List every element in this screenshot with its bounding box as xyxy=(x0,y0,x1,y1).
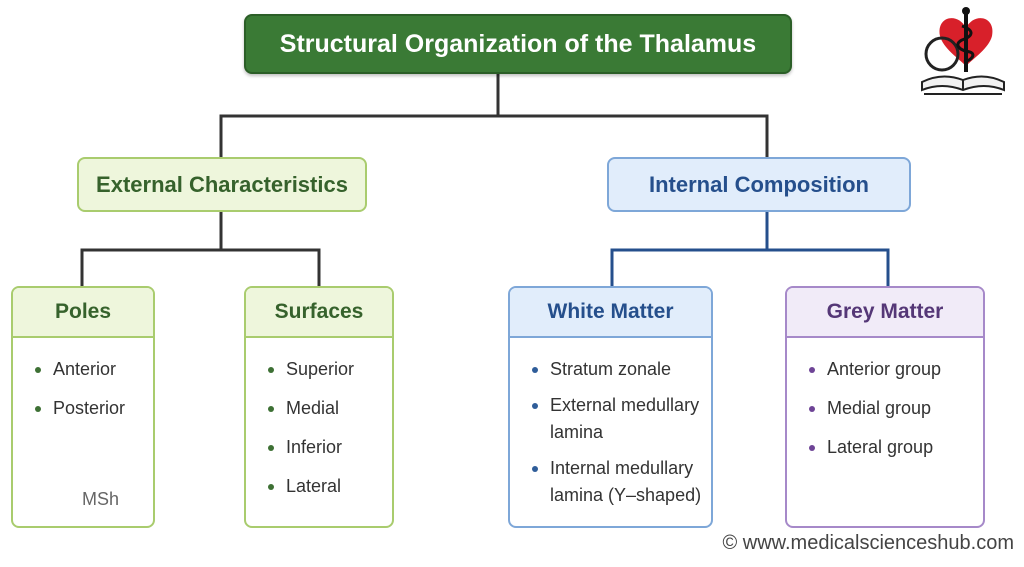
surfaces-card: Surfaces Superior Medial Inferior Latera… xyxy=(244,286,394,528)
internal-composition-box: Internal Composition xyxy=(607,157,911,212)
white-matter-heading: White Matter xyxy=(510,288,711,338)
list-item: Stratum zonale xyxy=(510,356,711,383)
white-matter-card: White Matter Stratum zonale External med… xyxy=(508,286,713,528)
poles-heading: Poles xyxy=(13,288,153,338)
list-item: Anterior xyxy=(13,356,153,383)
grey-matter-card: Grey Matter Anterior group Medial group … xyxy=(785,286,985,528)
list-item: Anterior group xyxy=(787,356,983,383)
external-characteristics-box: External Characteristics xyxy=(77,157,367,212)
list-item: Lateral xyxy=(246,473,392,500)
connector-title-branches xyxy=(219,74,769,157)
poles-card: Poles Anterior Posterior xyxy=(11,286,155,528)
surfaces-heading: Surfaces xyxy=(246,288,392,338)
list-item: Superior xyxy=(246,356,392,383)
list-item: Medial group xyxy=(787,395,983,422)
watermark-text: MSh xyxy=(82,489,120,509)
list-item: Inferior xyxy=(246,434,392,461)
list-item: Posterior xyxy=(13,395,153,422)
list-item: External medullary lamina xyxy=(510,392,711,446)
connector-external-children xyxy=(80,212,321,286)
list-item: Internal medullary lamina (Y–shaped) xyxy=(510,455,711,509)
list-item: Lateral group xyxy=(787,434,983,461)
list-item: Medial xyxy=(246,395,392,422)
grey-matter-heading: Grey Matter xyxy=(787,288,983,338)
grey-matter-list: Anterior group Medial group Lateral grou… xyxy=(787,338,983,461)
surfaces-list: Superior Medial Inferior Lateral xyxy=(246,338,392,500)
connector-internal-children xyxy=(610,212,890,286)
diagram-title: Structural Organization of the Thalamus xyxy=(244,14,792,74)
heart-caduceus-book-logo-icon xyxy=(918,6,1008,103)
poles-list: Anterior Posterior xyxy=(13,338,153,422)
copyright-link[interactable]: © www.medicalscienceshub.com xyxy=(722,532,1014,554)
white-matter-list: Stratum zonale External medullary lamina… xyxy=(510,338,711,509)
